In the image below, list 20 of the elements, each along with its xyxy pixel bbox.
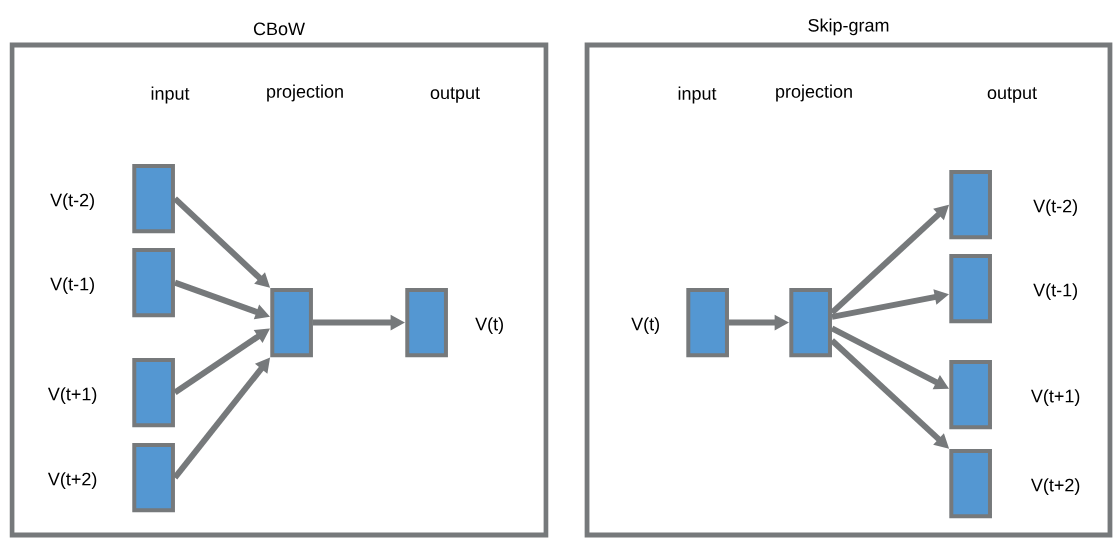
column-heading: output bbox=[987, 87, 1037, 103]
vector-label: V(t-2) bbox=[1033, 199, 1077, 216]
column-heading: output bbox=[430, 87, 480, 103]
vector-label: V(t+1) bbox=[47, 387, 97, 404]
vector-box bbox=[789, 287, 832, 358]
vector-label: V(t-2) bbox=[50, 193, 94, 210]
vector-box bbox=[270, 287, 313, 358]
column-heading: projection bbox=[267, 84, 343, 102]
node-label: Skip-gram bbox=[808, 18, 889, 36]
vector-label: V(t) bbox=[631, 317, 659, 334]
vector-label: V(t-1) bbox=[50, 277, 94, 294]
column-heading: projection bbox=[776, 84, 852, 102]
vector-label: V(t) bbox=[475, 317, 503, 334]
vector-label: V(t+2) bbox=[47, 472, 97, 489]
vector-label: V(t+1) bbox=[1030, 389, 1080, 406]
node-label: CBoW bbox=[253, 22, 305, 36]
column-heading: input bbox=[678, 86, 717, 104]
vector-label: V(t+2) bbox=[1030, 478, 1080, 495]
column-heading: input bbox=[151, 86, 190, 104]
vector-label: V(t-1) bbox=[1033, 283, 1077, 300]
